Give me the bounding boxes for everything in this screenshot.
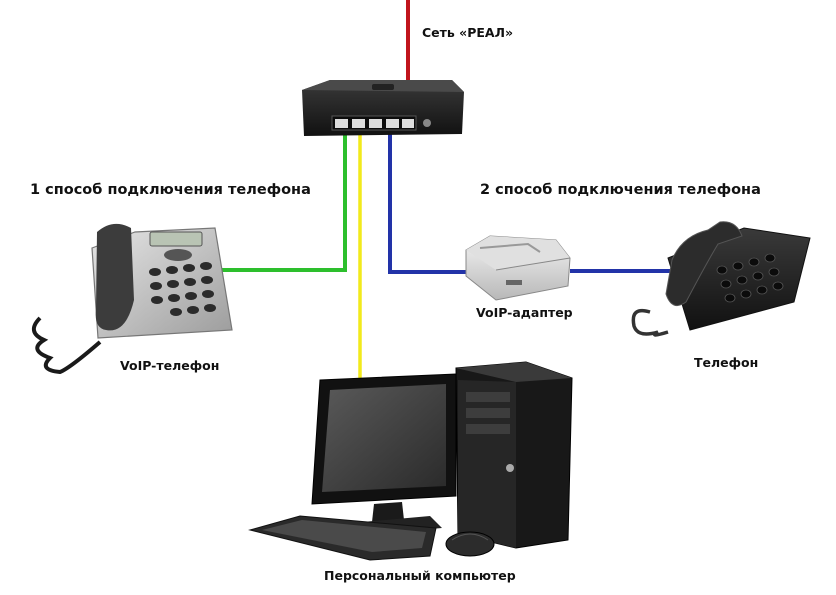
voip-phone-cable bbox=[222, 124, 347, 272]
method2-label: 2 способ подключения телефона bbox=[480, 182, 761, 198]
adapter-cable bbox=[388, 124, 468, 274]
method1-label: 1 способ подключения телефона bbox=[30, 182, 311, 198]
monitor-icon bbox=[311, 373, 457, 536]
pc-label: Персональный компьютер bbox=[324, 568, 516, 583]
network-label: Сеть «РЕАЛ» bbox=[422, 25, 514, 40]
phone-label: Телефон bbox=[694, 355, 759, 370]
mouse-icon bbox=[445, 531, 495, 557]
router-icon bbox=[302, 80, 464, 136]
pc-tower-icon bbox=[455, 361, 573, 549]
keyboard-icon bbox=[248, 515, 437, 561]
voip-adapter-icon bbox=[465, 235, 571, 301]
voip-adapter-label: VoIP-адаптер bbox=[476, 305, 573, 320]
telephone-icon bbox=[631, 221, 811, 337]
voip-phone-icon bbox=[32, 223, 233, 375]
voip-phone-label: VoIP-телефон bbox=[120, 358, 220, 373]
